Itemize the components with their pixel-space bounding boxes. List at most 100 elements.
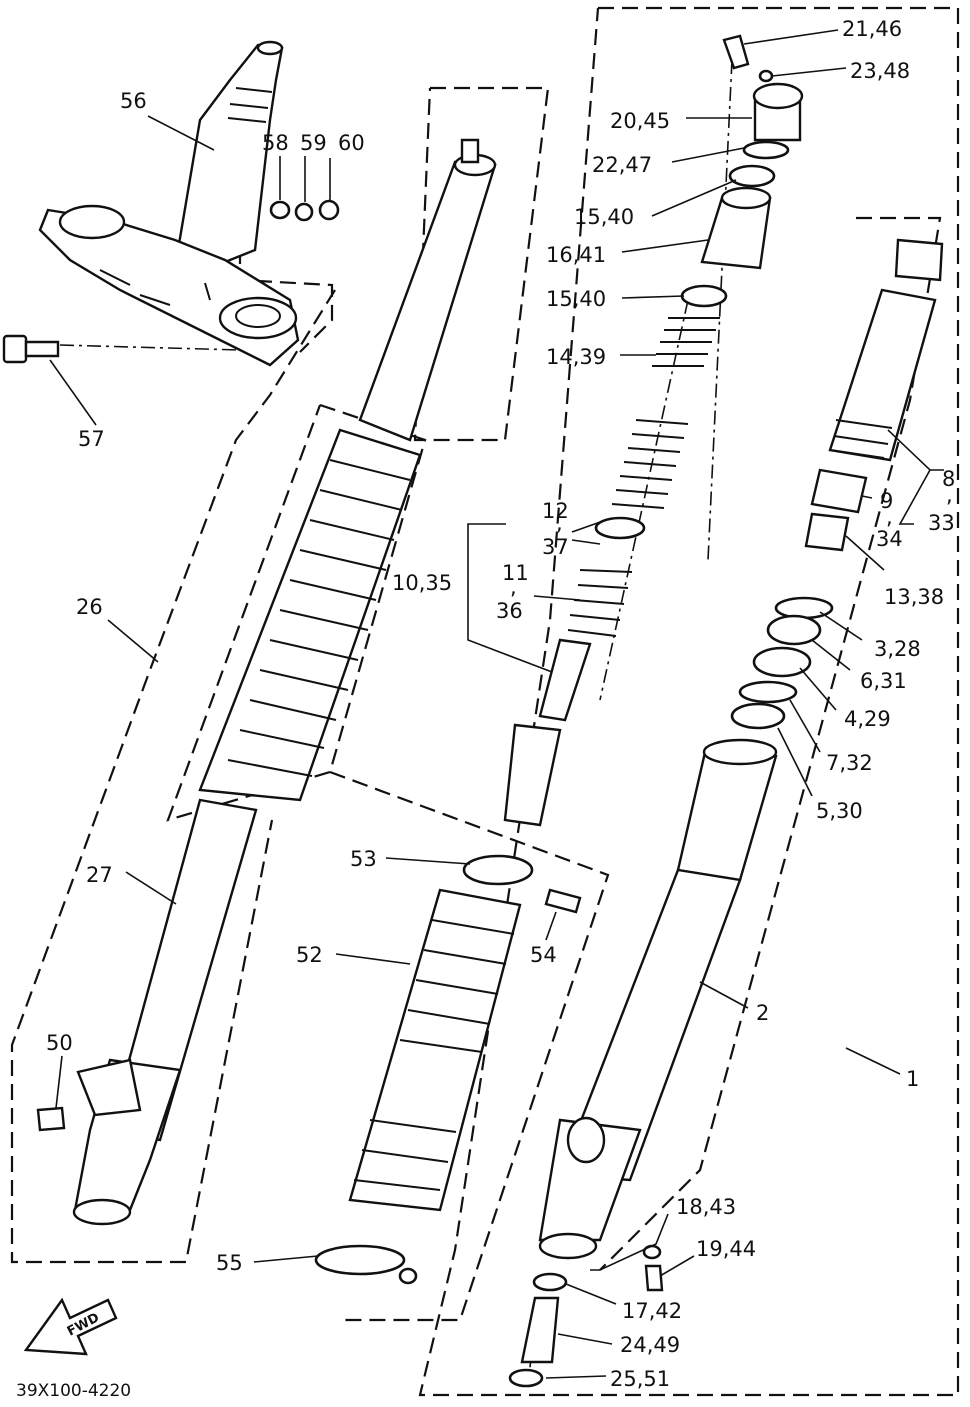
outer-tube-2: [538, 738, 778, 1260]
oil-seal-7: [738, 680, 798, 704]
spring-upper-coils: [652, 317, 720, 367]
spacer-16-top: [720, 186, 772, 210]
callout-8: 8: [942, 467, 955, 491]
right-inner-assembly: [730, 238, 944, 730]
bolt-57-head: [2, 334, 28, 364]
callout-55: 55: [216, 1251, 243, 1275]
callout-11: 11: [502, 561, 529, 585]
lead-15-40a: [651, 179, 737, 217]
lead-26: [107, 619, 159, 663]
lead-17-42: [565, 1283, 617, 1305]
lead-50: [55, 1055, 63, 1109]
fork-spring: [611, 317, 720, 509]
lower-boot-52: [348, 888, 522, 1212]
callout-59: 59: [300, 131, 327, 155]
lead-25-51: [545, 1375, 607, 1379]
lead-21-46: [743, 29, 839, 45]
outer-tube-2-top: [676, 746, 778, 882]
callout-18-43: 18,43: [676, 1195, 736, 1219]
washer-15b: [680, 284, 728, 308]
inner-rod-group-boundary: [599, 216, 942, 1271]
clamp-55: [314, 1244, 406, 1276]
top-axis: [707, 59, 733, 561]
callout-36: 36: [496, 599, 523, 623]
bracket-boundary: [238, 248, 334, 353]
callout-27: 27: [86, 863, 113, 887]
outer-tube: [36, 798, 258, 1226]
callout-50: 50: [46, 1031, 73, 1055]
clamp-53: [462, 854, 534, 886]
lower-boot-set: [314, 854, 582, 1285]
clamp-55-screw: [398, 1267, 418, 1285]
lead-27: [125, 871, 177, 905]
air-valve: [460, 138, 480, 164]
bolt-19: [644, 1264, 664, 1292]
lead-52: [335, 953, 411, 965]
bracket-right-clamp: [218, 296, 298, 340]
stem-threads: [227, 87, 273, 123]
callout-15-40b: 15,40: [546, 287, 606, 311]
callout-12-comma: ,: [556, 511, 563, 535]
lead-54: [545, 911, 557, 941]
callout-3-28: 3,28: [874, 637, 921, 661]
callout-9: 9: [880, 489, 893, 513]
callout-37: 37: [542, 535, 569, 559]
callout-12: 12: [542, 499, 569, 523]
callout-24-49: 24,49: [620, 1333, 680, 1357]
lead-15-40b: [621, 295, 685, 299]
washer-4: [752, 646, 812, 678]
spring-lower-coils: [611, 419, 689, 509]
slide-bushing-9: [810, 468, 868, 514]
outer-tube-body: [108, 798, 258, 1142]
callout-2: 2: [756, 1001, 769, 1025]
callout-6-31: 6,31: [860, 669, 907, 693]
bracket-details: [99, 269, 211, 306]
lead-3-28: [819, 611, 863, 641]
lead-7-32: [789, 699, 821, 753]
top-collar: [894, 238, 944, 282]
lead-12-37: [571, 519, 607, 545]
seat-12: [594, 516, 646, 540]
cap-bolt-top: [752, 82, 804, 110]
callout-9-comma: ,: [886, 505, 893, 529]
callout-16-41: 16,41: [546, 243, 606, 267]
lead-1: [845, 1047, 901, 1075]
steering-stem: [176, 43, 284, 264]
inner-tube-8: [828, 288, 937, 462]
callout-5-30: 5,30: [816, 799, 863, 823]
callout-8-comma: ,: [946, 483, 953, 507]
callout-22-47: 22,47: [592, 153, 652, 177]
callout-17-42: 17,42: [622, 1299, 682, 1323]
callout-19-44: 19,44: [696, 1237, 756, 1261]
damper-rod: [503, 516, 646, 827]
bushing-13: [804, 512, 850, 552]
callout-7-32: 7,32: [826, 751, 873, 775]
lead-16-41: [621, 239, 709, 253]
lead-6-31: [811, 639, 851, 671]
cap-parts: [680, 34, 804, 308]
damper-rod-10: [538, 638, 592, 722]
callout-15-40a: 15,40: [574, 205, 634, 229]
lead-13-38: [845, 535, 885, 571]
callout-56: 56: [120, 89, 147, 113]
lead-2: [699, 981, 749, 1009]
nut-60: [318, 199, 340, 221]
callout-21-46: 21,46: [842, 17, 902, 41]
axle-boss: [566, 1116, 606, 1164]
inner-tube-upper: [358, 160, 497, 442]
rod-lower: [503, 723, 562, 827]
valve-21: [722, 34, 750, 70]
steering-stem-bracket: [38, 40, 300, 367]
lead-9-34: [861, 495, 873, 499]
group-boundaries: [10, 6, 960, 1397]
bolt-50: [36, 1106, 66, 1132]
callout-labels: 21,46 23,48 20,45 22,47 15,40 16,41 15,4…: [16, 17, 955, 1401]
lower-boot-ribs: [353, 919, 515, 1191]
lead-53: [385, 857, 471, 865]
left-fork-tube: [358, 138, 497, 442]
fork-boot-body: [198, 428, 422, 802]
lead-10-35: [467, 523, 553, 673]
fwd-arrow: FWD: [23, 1297, 118, 1356]
